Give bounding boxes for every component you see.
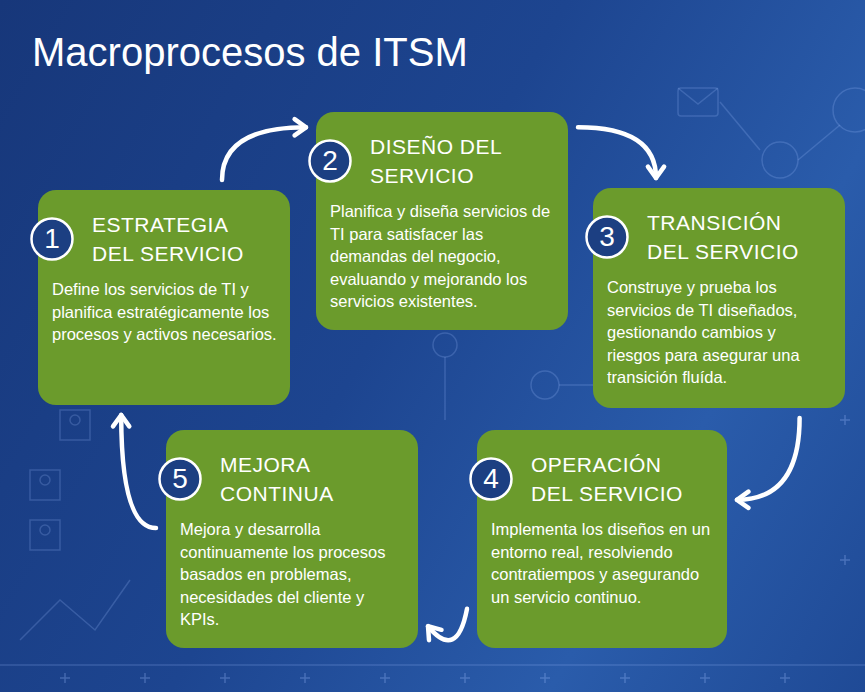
process-box: ESTRATEGIA DEL SERVICIO Define los servic…: [38, 190, 290, 405]
box-heading: TRANSICIÓN DEL SERVICIO: [647, 208, 819, 266]
box-heading: DISEÑO DEL SERVICIO: [370, 132, 542, 190]
box-heading: ESTRATEGIA DEL SERVICIO: [92, 210, 264, 268]
cycle-arrow: [222, 119, 306, 180]
callout-number: 5: [158, 457, 202, 501]
box-heading: OPERACIÓN DEL SERVICIO: [531, 450, 703, 508]
number-circle: 4: [469, 457, 513, 501]
process-box: MEJORA CONTINUA Mejora y desarrolla conti…: [166, 430, 418, 648]
diagram-title: Macroprocesos de ITSM: [32, 28, 468, 76]
box-body: Define los servicios de TI y planifica e…: [52, 278, 278, 346]
cycle-arrow: [578, 127, 664, 178]
cycle-arrow: [737, 418, 800, 508]
cycle-arrow: [428, 609, 467, 640]
box-body: Planifica y diseña servicios de TI para …: [330, 200, 556, 313]
cycle-arrow: [113, 415, 156, 528]
number-circle: 3: [585, 215, 629, 259]
box-body: Construye y prueba los servicios de TI d…: [607, 276, 833, 389]
number-circle: 1: [30, 217, 74, 261]
box-body: Mejora y desarrolla continuamente los pr…: [180, 518, 406, 631]
number-circle: 2: [308, 139, 352, 183]
process-box: OPERACIÓN DEL SERVICIO Implementa los dis…: [477, 430, 727, 648]
process-box: DISEÑO DEL SERVICIO Planifica y diseña se…: [316, 112, 568, 330]
number-circle: 5: [158, 457, 202, 501]
callout-number: 3: [585, 215, 629, 259]
callout-number: 4: [469, 457, 513, 501]
box-heading: MEJORA CONTINUA: [220, 450, 392, 508]
process-box: TRANSICIÓN DEL SERVICIO Construye y prueb…: [593, 188, 845, 408]
callout-number: 1: [30, 217, 74, 261]
callout-number: 2: [308, 139, 352, 183]
box-body: Implementa los diseños en un entorno rea…: [491, 518, 717, 608]
